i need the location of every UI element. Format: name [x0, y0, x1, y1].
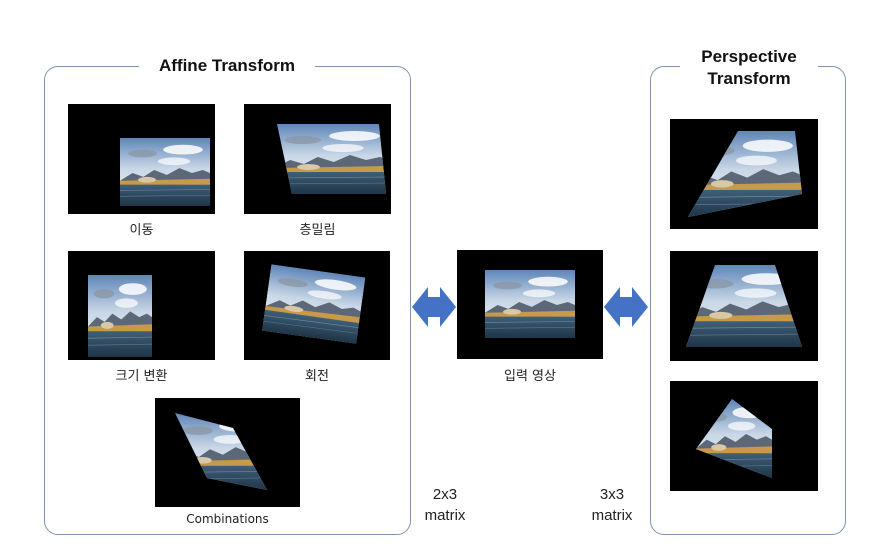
perspective-image-3	[670, 381, 818, 491]
perspective-image-1	[670, 119, 818, 229]
scaling-image	[68, 251, 215, 360]
combinations-label: Combinations	[186, 512, 269, 526]
combinations-image	[155, 398, 300, 507]
affine-matrix-size: 2x3	[432, 486, 458, 503]
translation-image	[68, 104, 215, 214]
perspective-title-line2: Transform	[707, 69, 791, 88]
perspective-image-2	[670, 251, 818, 361]
scaling-label: 크기 변환	[115, 369, 168, 384]
affine-title: Affine Transform	[139, 55, 315, 77]
affine-matrix-word: matrix	[424, 507, 466, 524]
perspective-matrix-size: 3x3	[599, 486, 625, 503]
shear-image	[244, 104, 391, 214]
affine-matrix-label: 2x3 matrix	[410, 484, 480, 526]
perspective-title: Perspective Transform	[680, 46, 818, 90]
perspective-title-line1: Perspective	[701, 47, 797, 66]
double-arrow-left-icon	[412, 284, 456, 335]
input-label: 입력 영상	[504, 369, 556, 384]
input-image	[457, 250, 603, 359]
shear-label: 층밀림	[299, 223, 336, 238]
perspective-matrix-word: matrix	[591, 507, 633, 524]
translation-label: 이동	[129, 223, 154, 238]
rotation-image	[244, 251, 390, 360]
rotation-label: 회전	[305, 369, 329, 384]
double-arrow-right-icon	[604, 284, 648, 335]
perspective-matrix-label: 3x3 matrix	[577, 484, 647, 526]
